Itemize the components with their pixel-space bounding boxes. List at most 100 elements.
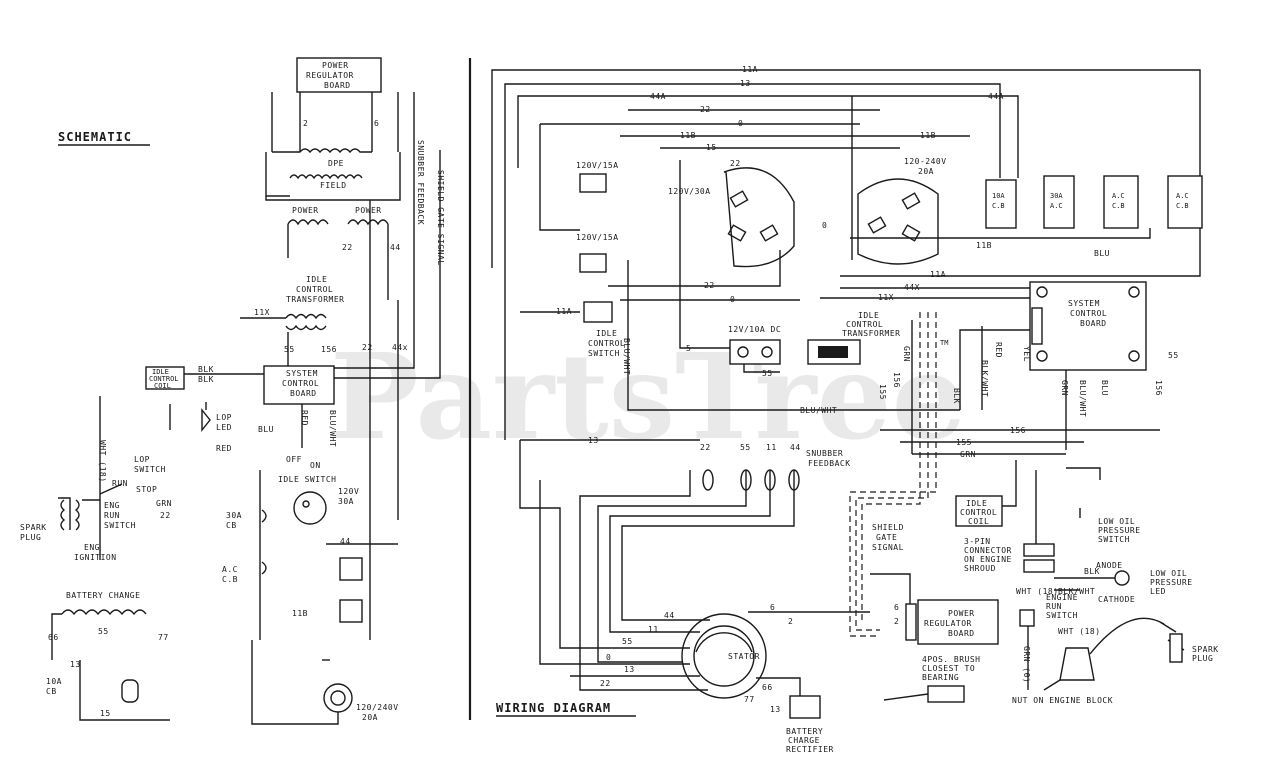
wire-label-55b: 55 xyxy=(98,627,109,636)
w-power-reg-label-3: BOARD xyxy=(948,629,975,638)
wire-label-22b: 22 xyxy=(362,343,373,352)
low-oil-led-label-2: PRESSURE xyxy=(1150,578,1193,587)
battery-charge-winding xyxy=(61,609,147,616)
recept-120v-30a-slot xyxy=(302,500,310,508)
w-label-156-h: 156 xyxy=(1010,426,1026,435)
w-label-6-reg: 6 xyxy=(894,603,899,612)
w-label-0-low: 0 xyxy=(730,295,735,304)
w-label-55-right: 55 xyxy=(1168,351,1179,360)
idle-transformer-label-3: TRANSFORMER xyxy=(286,295,344,304)
engine-run-switch[interactable] xyxy=(1019,609,1035,627)
shield-wire xyxy=(332,150,441,379)
w-label-44-stator: 44 xyxy=(664,611,675,620)
recept-240-pin-3 xyxy=(901,192,921,210)
bundle-loop-3 xyxy=(764,469,776,491)
cb-ac-1 xyxy=(1103,175,1139,229)
idle-transformer-label-1: IDLE xyxy=(306,275,327,284)
shield-label-3: SIGNAL xyxy=(872,543,904,552)
w-label-11a-low: 11A xyxy=(556,307,572,316)
cb-ac-2-label-1: A.C xyxy=(1176,192,1189,200)
w-power-regulator-board xyxy=(917,599,999,645)
idle-control-switch[interactable] xyxy=(583,301,613,323)
w-bluwht-to-board xyxy=(959,329,1030,410)
w-label-bluwht-2: BLU/WHT xyxy=(1078,380,1087,417)
power-regulator-board xyxy=(296,57,382,93)
idle-coil-label-3: COIL xyxy=(154,382,171,390)
w-label-blu: BLU xyxy=(1094,249,1110,258)
three-pin-connector-bot xyxy=(1023,559,1055,573)
w-board-screw-4 xyxy=(1128,350,1140,362)
w-label-156-v: 156 xyxy=(892,372,901,388)
stator-lead-55a xyxy=(597,470,747,663)
eng-run-label-2: RUN xyxy=(104,511,120,520)
battery-charge-leads xyxy=(51,613,62,660)
recept-15a-top-label: 120V/15A xyxy=(576,161,619,170)
w-board-screw-2 xyxy=(1128,286,1140,298)
w-label-6-stator: 6 xyxy=(770,603,775,612)
recept-12v-label: 12V/10A DC xyxy=(728,325,781,334)
wiring-title: WIRING DIAGRAM xyxy=(496,701,611,715)
w-label-11b: 11B xyxy=(680,131,696,140)
on-label: ON xyxy=(310,461,321,470)
spark-plug xyxy=(1169,633,1183,663)
wire-label-156: 156 xyxy=(321,345,337,354)
idle-control-coil xyxy=(145,366,185,390)
recept-240-label-1: 120-240V xyxy=(904,157,947,166)
rectifier-leads xyxy=(756,677,801,700)
w-label-55-stator: 55 xyxy=(622,637,633,646)
harness-bluwht xyxy=(627,260,960,411)
w-label-2-reg: 2 xyxy=(894,617,899,626)
cb-ac-label-1: A.C xyxy=(222,565,238,574)
harness-11a xyxy=(491,69,1201,268)
w-label-55-bundle: 55 xyxy=(740,443,751,452)
cathode-label: CATHODE xyxy=(1098,595,1135,604)
w-label-22-bundle: 22 xyxy=(700,443,711,452)
low-oil-switch-label-1: LOW OIL xyxy=(1098,517,1135,526)
nut-label: NUT ON ENGINE BLOCK xyxy=(1012,696,1113,705)
connector-label-4: SHROUD xyxy=(964,564,996,573)
connector-label-3: ON ENGINE xyxy=(964,555,1012,564)
idle-coil-label-1: IDLE xyxy=(152,368,169,376)
watermark-trademark: TM xyxy=(940,339,948,347)
wire-label-blk1: BLK xyxy=(198,365,214,374)
w-board-label-3: BOARD xyxy=(1080,319,1107,328)
system-board-label-2: CONTROL xyxy=(282,379,319,388)
low-oil-led-label-1: LOW OIL xyxy=(1150,569,1187,578)
w-label-11-bundle: 11 xyxy=(766,443,777,452)
recept-240 xyxy=(857,178,939,265)
lop-switch-label-2: SWITCH xyxy=(134,465,166,474)
power-regulator-label-3: BOARD xyxy=(324,81,351,90)
w-label-22-recept: 22 xyxy=(730,159,741,168)
spark-plug-label-1: SPARK xyxy=(1192,645,1219,654)
w-label-blk: BLK xyxy=(952,388,961,404)
w-idle-transformer-core xyxy=(818,346,848,358)
wire-label-44b: 44x xyxy=(392,343,408,352)
w-label-blkwht-2: BLK/WHT xyxy=(1058,587,1095,596)
wire-label-blk2: BLK xyxy=(198,375,214,384)
w-label-13-rect: 13 xyxy=(770,705,781,714)
w-label-blkwht: BLK/WHT xyxy=(980,360,989,397)
engine-run-label-1: ENGINE xyxy=(1046,593,1078,602)
recept-120v-label-1: 120V xyxy=(338,487,359,496)
wire-label-44a: 44 xyxy=(390,243,401,252)
cb-30a xyxy=(1043,175,1075,229)
w-label-11b-right: 11B xyxy=(920,131,936,140)
w-power-reg-connector xyxy=(905,603,917,641)
dpe-winding xyxy=(272,148,372,154)
spark-plug-label-1: SPARK xyxy=(20,523,47,532)
battery-charge-rectifier xyxy=(789,695,821,719)
w-label-156: 156 xyxy=(1154,380,1163,396)
battery-rectifier xyxy=(121,679,139,703)
eng-ignition-label-2: IGNITION xyxy=(74,553,117,562)
cb-30a-label-2: A.C xyxy=(1050,202,1063,210)
w-label-0-stator: 0 xyxy=(606,653,611,662)
power-regulator-label-2: REGULATOR xyxy=(306,71,354,80)
w-label-55: 55 xyxy=(762,369,773,378)
eng-run-label-1: ENG xyxy=(104,501,120,510)
w-label-bluwht-v: BLU/WHT xyxy=(622,338,631,375)
system-board-label-3: BOARD xyxy=(290,389,317,398)
battery-charge-label: BATTERY CHANGE xyxy=(66,591,140,600)
eng-run-label-3: SWITCH xyxy=(104,521,136,530)
low-oil-switch-label-3: SWITCH xyxy=(1098,535,1130,544)
harness-44a xyxy=(517,95,1019,178)
